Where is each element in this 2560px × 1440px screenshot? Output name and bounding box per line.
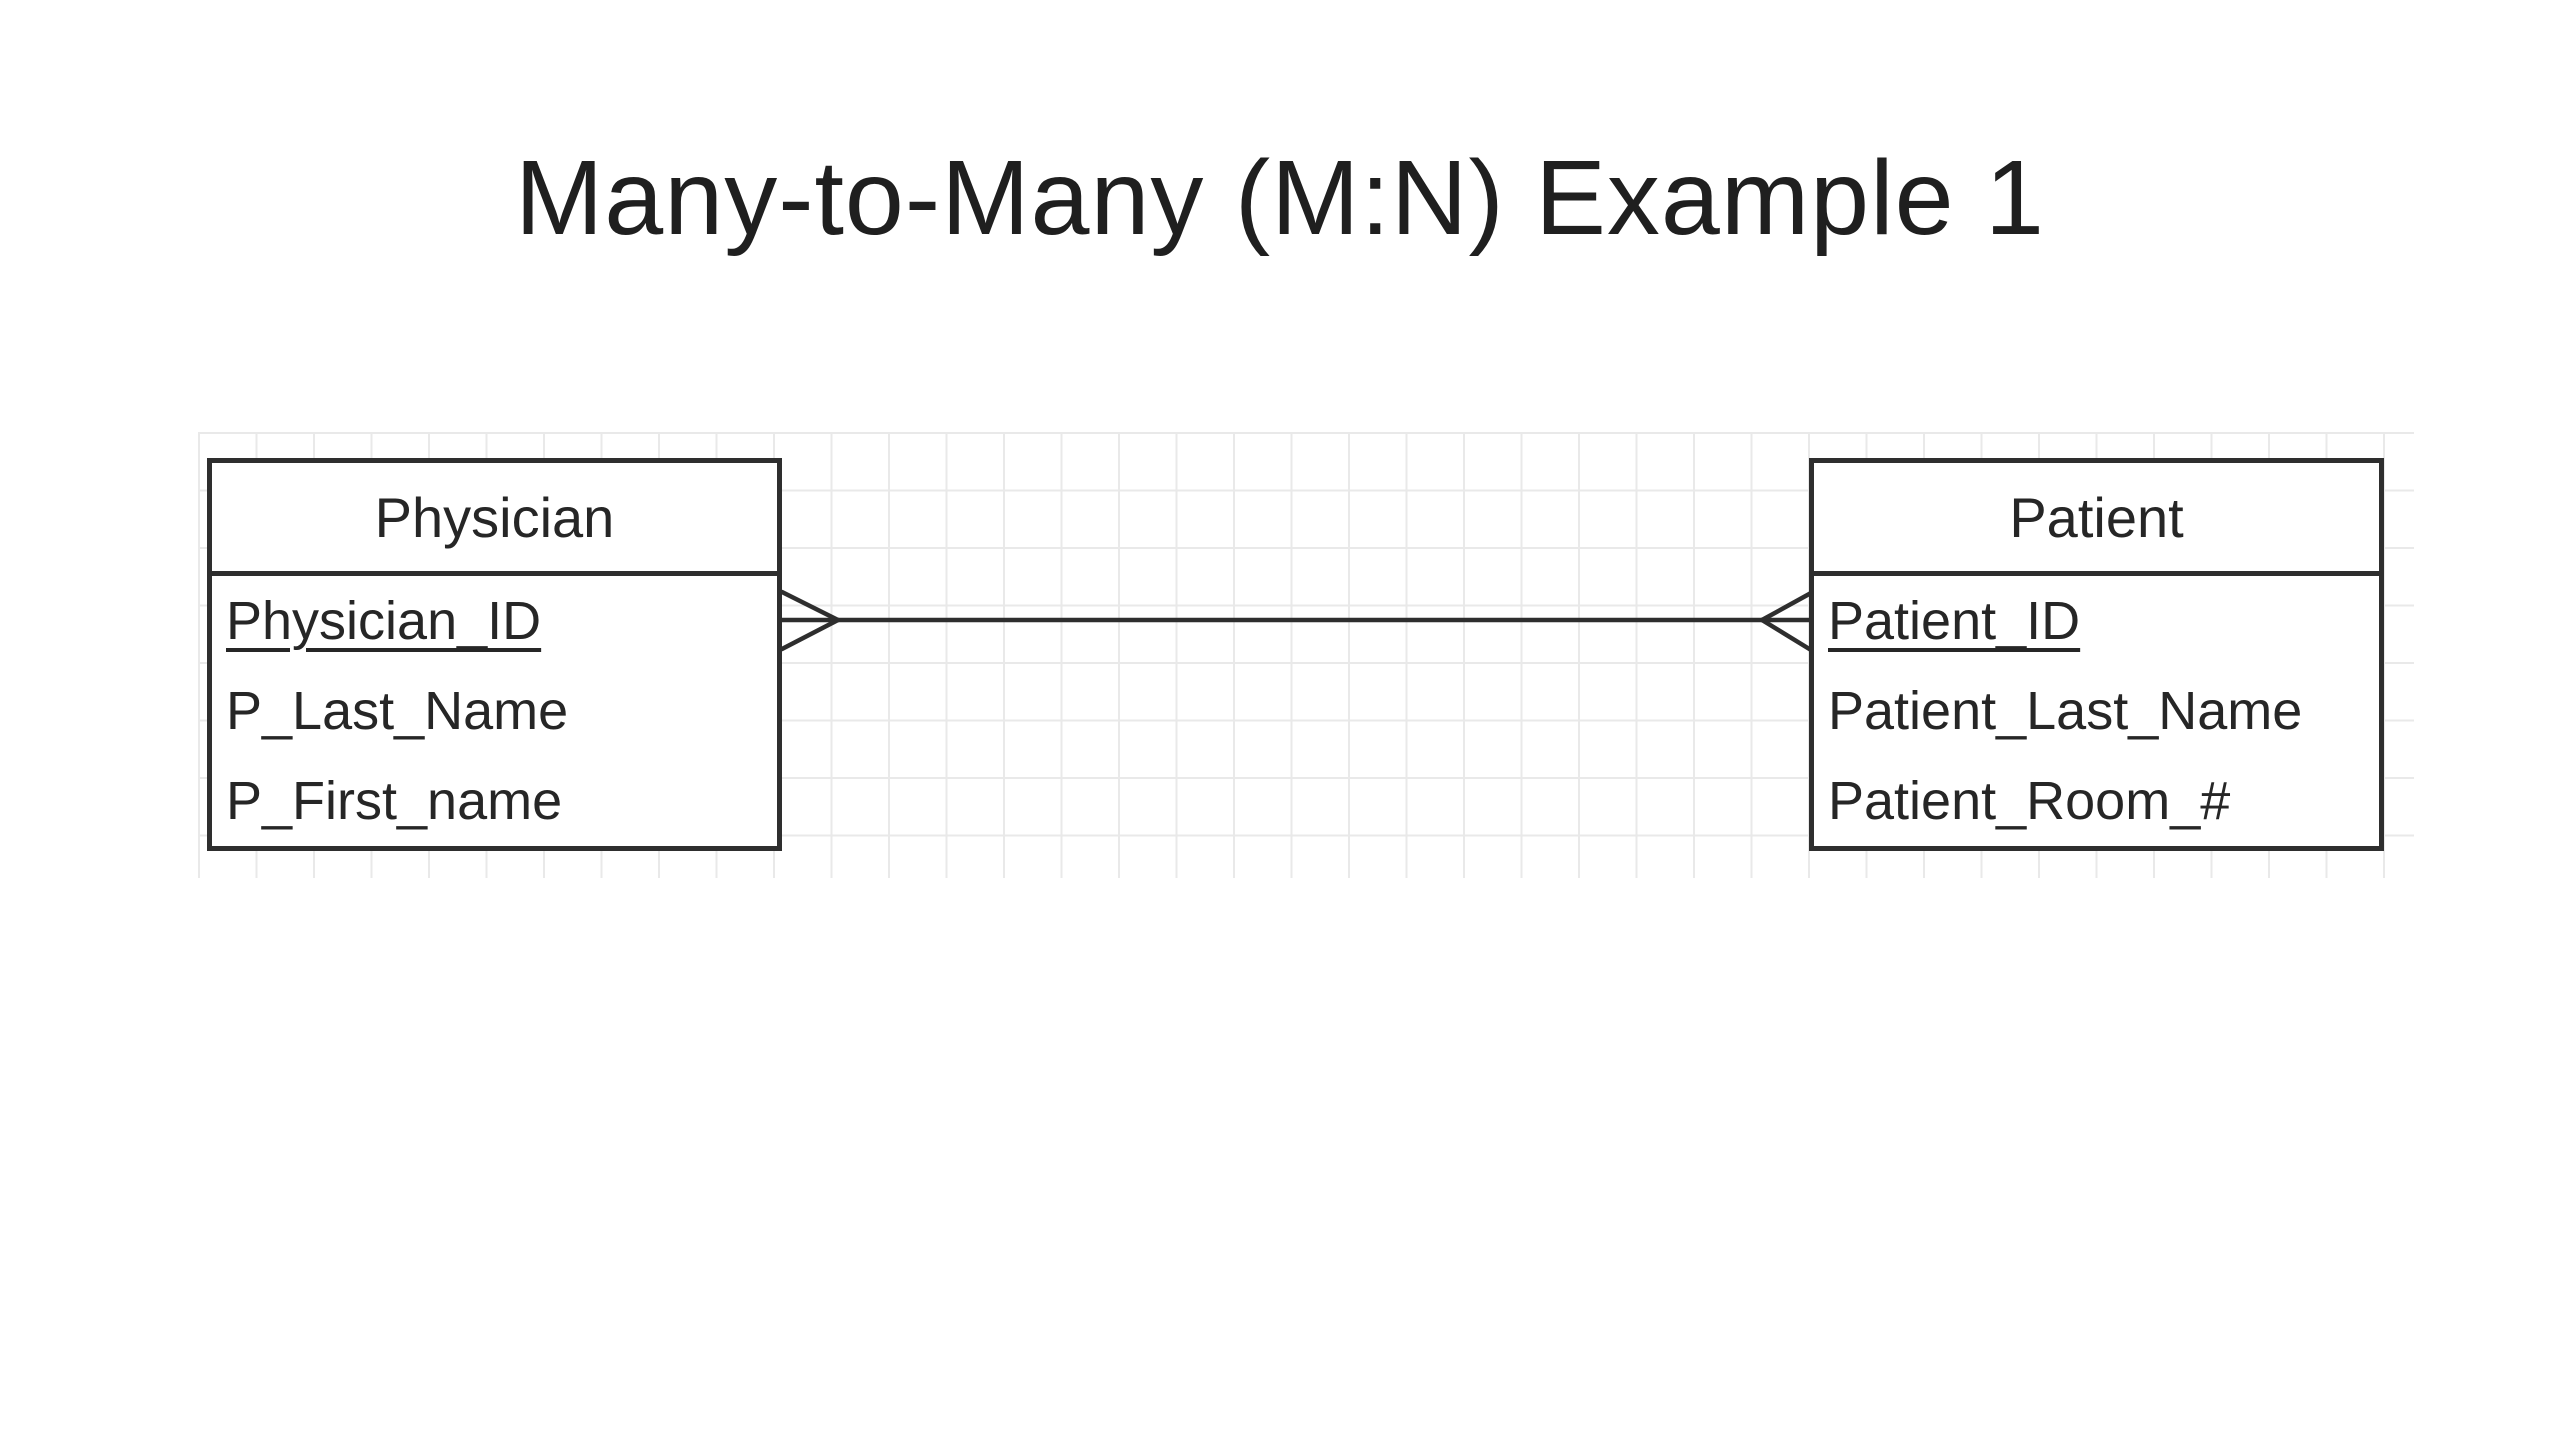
attribute-list: Physician_ID P_Last_Name P_First_name	[212, 576, 777, 846]
attribute-p-last-name: P_Last_Name	[226, 681, 569, 741]
attribute-patient-room: Patient_Room_#	[1828, 771, 2231, 831]
entity-box-patient: Patient Patient_ID Patient_Last_Name Pat…	[1809, 458, 2384, 851]
entity-title-physician: Physician	[212, 463, 777, 576]
attribute-p-first-name: P_First_name	[226, 771, 563, 831]
entity-title-patient: Patient	[1814, 463, 2379, 576]
entity-box-physician: Physician Physician_ID P_Last_Name P_Fir…	[207, 458, 782, 851]
attribute-physician-id: Physician_ID	[226, 591, 542, 651]
attribute-patient-last-name: Patient_Last_Name	[1828, 681, 2303, 741]
attribute-list: Patient_ID Patient_Last_Name Patient_Roo…	[1814, 576, 2379, 846]
page-title: Many-to-Many (M:N) Example 1	[514, 139, 2045, 257]
attribute-patient-id: Patient_ID	[1828, 591, 2081, 651]
